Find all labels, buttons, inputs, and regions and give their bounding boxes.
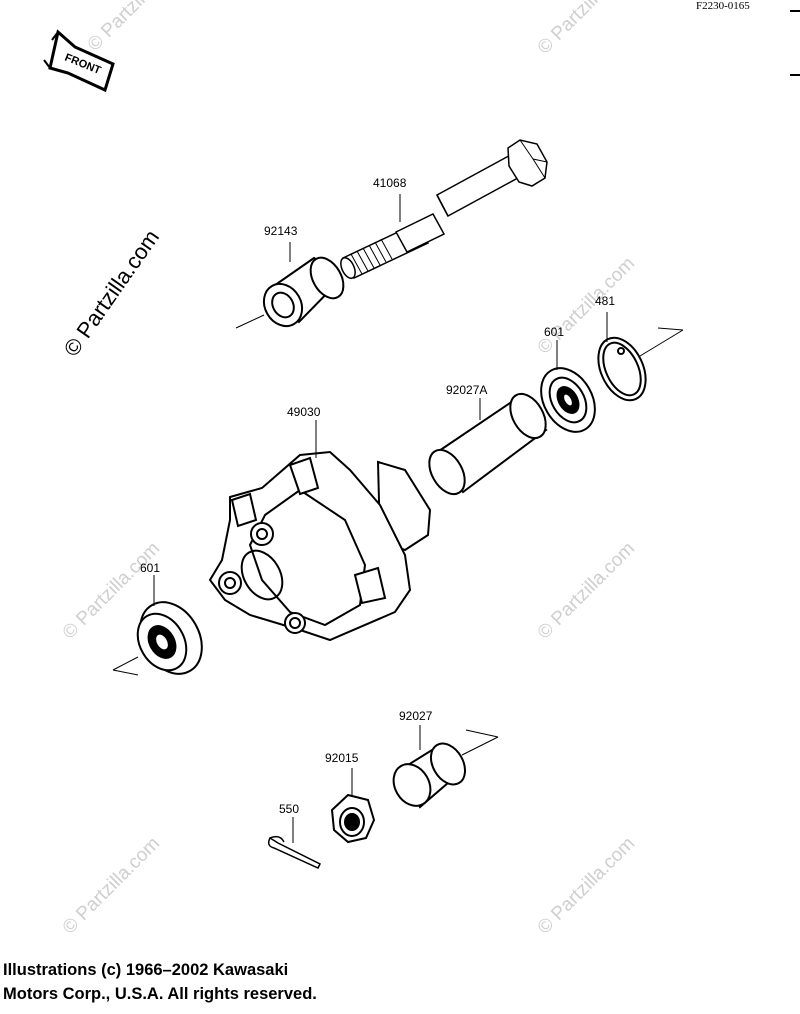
- part-label-92027A: 92027A: [446, 383, 487, 397]
- cotter-pin-550: [267, 835, 322, 869]
- part-labels: 41068 92143 481 601 92027A 49030 601 920…: [140, 176, 615, 816]
- front-arrow-icon: FRONT: [43, 29, 115, 93]
- watermark-text: © Partzilla.com: [84, 0, 189, 56]
- axle-bolt: [340, 139, 548, 280]
- part-label-550: 550: [279, 802, 299, 816]
- watermark-large: © Partzilla.com: [59, 225, 165, 361]
- copyright-line-1: Illustrations (c) 1966–2002 Kawasaki: [3, 961, 289, 979]
- spacer-92027A: [428, 392, 548, 496]
- circlip-481: [597, 327, 684, 402]
- part-label-49030: 49030: [287, 405, 321, 419]
- part-label-481: 481: [595, 294, 615, 308]
- watermark-text: © Partzilla.com: [59, 833, 164, 938]
- part-label-92143: 92143: [264, 224, 298, 238]
- bearing-601-left: [112, 601, 203, 676]
- castle-nut-92015: [330, 793, 376, 844]
- edge-mark: [790, 10, 800, 12]
- part-label-41068: 41068: [373, 176, 407, 190]
- watermark-text: © Partzilla.com: [534, 0, 639, 59]
- diagram-code: F2230-0165: [696, 0, 750, 12]
- edge-mark: [790, 74, 800, 76]
- watermark-text: © Partzilla.com: [534, 538, 639, 643]
- part-label-92027: 92027: [399, 709, 433, 723]
- part-label-601-left: 601: [140, 561, 160, 575]
- wheel-hub: [208, 450, 432, 642]
- part-label-92015: 92015: [325, 751, 359, 765]
- bearing-601-right: [540, 367, 596, 433]
- copyright-line-2: Motors Corp., U.S.A. All rights reserved…: [3, 985, 317, 1003]
- watermark-text: © Partzilla.com: [534, 833, 639, 938]
- watermark-text: © Partzilla.com: [534, 253, 639, 358]
- part-label-601-top: 601: [544, 325, 564, 339]
- collar-92143: [235, 256, 345, 329]
- copyright-notice: Illustrations (c) 1966–2002 Kawasaki Mot…: [3, 958, 603, 1006]
- collar-92027: [392, 729, 499, 809]
- leader-lines: [153, 194, 608, 843]
